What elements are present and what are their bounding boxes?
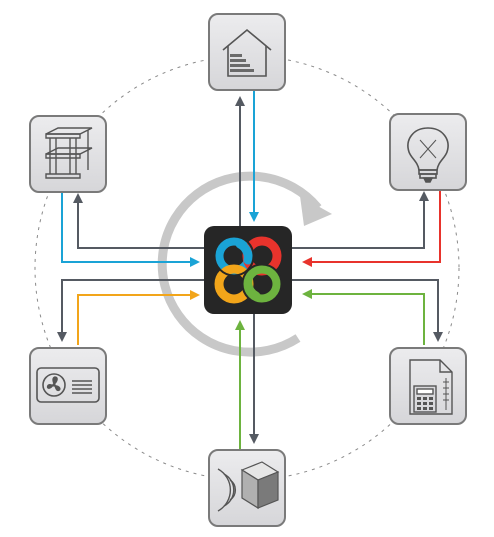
link-topright-out xyxy=(288,191,429,249)
house-energy-rating-icon xyxy=(222,28,272,77)
building-structure-icon xyxy=(45,127,93,179)
node-lighting[interactable] xyxy=(389,113,467,191)
link-bottomright-out xyxy=(288,279,443,342)
link-topleft-out xyxy=(73,193,208,249)
document-calculator-icon xyxy=(409,359,453,415)
ventilation-fan-icon xyxy=(36,367,100,403)
link-bottomleft-in xyxy=(77,290,200,345)
hub-node xyxy=(204,226,292,314)
cycle-arrow-icon xyxy=(157,171,332,357)
link-bottomright-in xyxy=(302,289,425,345)
link-topleft-in xyxy=(61,192,200,267)
link-topright-in xyxy=(302,190,441,267)
node-energy[interactable] xyxy=(208,13,286,91)
node-acoustics[interactable] xyxy=(208,449,286,527)
node-structure[interactable] xyxy=(29,115,107,193)
acoustic-cube-icon xyxy=(217,461,280,512)
light-bulb-icon xyxy=(407,127,449,183)
bim-interlocking-rings-icon xyxy=(214,236,282,304)
node-cost[interactable] xyxy=(389,347,467,425)
orbit-ring xyxy=(34,55,460,481)
node-hvac[interactable] xyxy=(29,347,107,425)
connectors xyxy=(57,90,443,452)
link-bottomleft-out xyxy=(57,279,208,342)
